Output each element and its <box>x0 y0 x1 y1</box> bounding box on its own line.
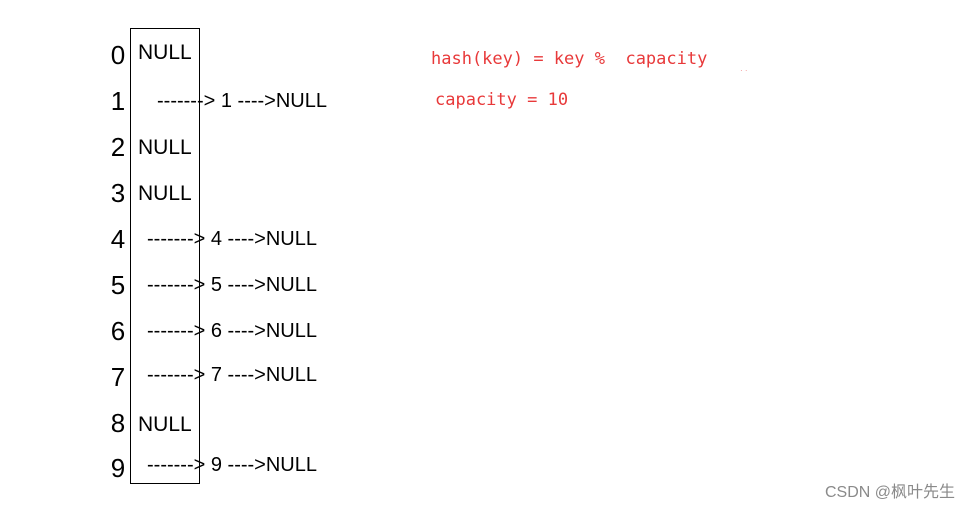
capacity-formula: capacity = 10 <box>435 90 569 110</box>
csdn-watermark: CSDN @枫叶先生 <box>824 484 955 501</box>
bucket-index-7: 7 <box>110 362 126 392</box>
bucket-index-5: 5 <box>110 270 126 300</box>
bucket-index-3: 3 <box>110 178 126 208</box>
hash-table-array <box>130 28 200 484</box>
stray-annotation-mark: · · <box>740 66 748 75</box>
hash-function-formula: hash(key) = key % capacity <box>431 49 708 69</box>
bucket-entry-3: NULL <box>138 182 192 205</box>
bucket-entry-2: NULL <box>138 136 192 159</box>
bucket-index-0: 0 <box>110 40 126 70</box>
bucket-entry-9: -------> 9 ---->NULL <box>147 454 317 476</box>
bucket-entry-5: -------> 5 ---->NULL <box>147 274 317 296</box>
bucket-entry-1: -------> 1 ---->NULL <box>157 90 327 112</box>
bucket-entry-7: -------> 7 ---->NULL <box>147 364 317 386</box>
bucket-index-8: 8 <box>110 408 126 438</box>
bucket-entry-8: NULL <box>138 413 192 436</box>
bucket-entry-0: NULL <box>138 41 192 64</box>
bucket-index-4: 4 <box>110 224 126 254</box>
bucket-index-9: 9 <box>110 453 126 483</box>
bucket-index-6: 6 <box>110 316 126 346</box>
bucket-index-1: 1 <box>110 86 126 116</box>
bucket-index-2: 2 <box>110 132 126 162</box>
bucket-entry-6: -------> 6 ---->NULL <box>147 320 317 342</box>
bucket-entry-4: -------> 4 ---->NULL <box>147 228 317 250</box>
